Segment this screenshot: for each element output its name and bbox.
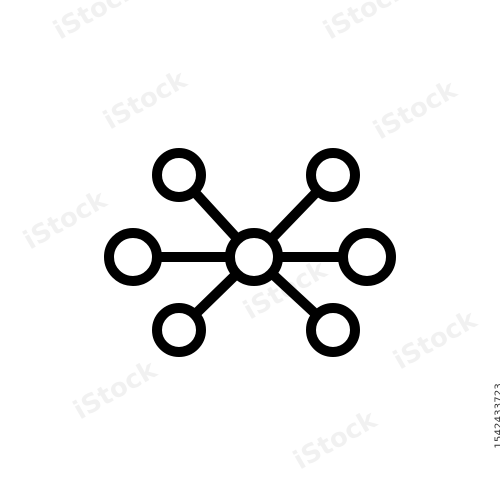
nodes bbox=[104, 148, 396, 357]
node-top-right bbox=[306, 148, 360, 202]
node-bottom-left bbox=[152, 303, 206, 357]
image-id-label: 1542433723 bbox=[494, 383, 500, 449]
node-center bbox=[225, 228, 283, 286]
node-bottom-right bbox=[306, 303, 360, 357]
node-left bbox=[104, 228, 162, 286]
node-right bbox=[338, 228, 396, 286]
node-top-left bbox=[152, 148, 206, 202]
